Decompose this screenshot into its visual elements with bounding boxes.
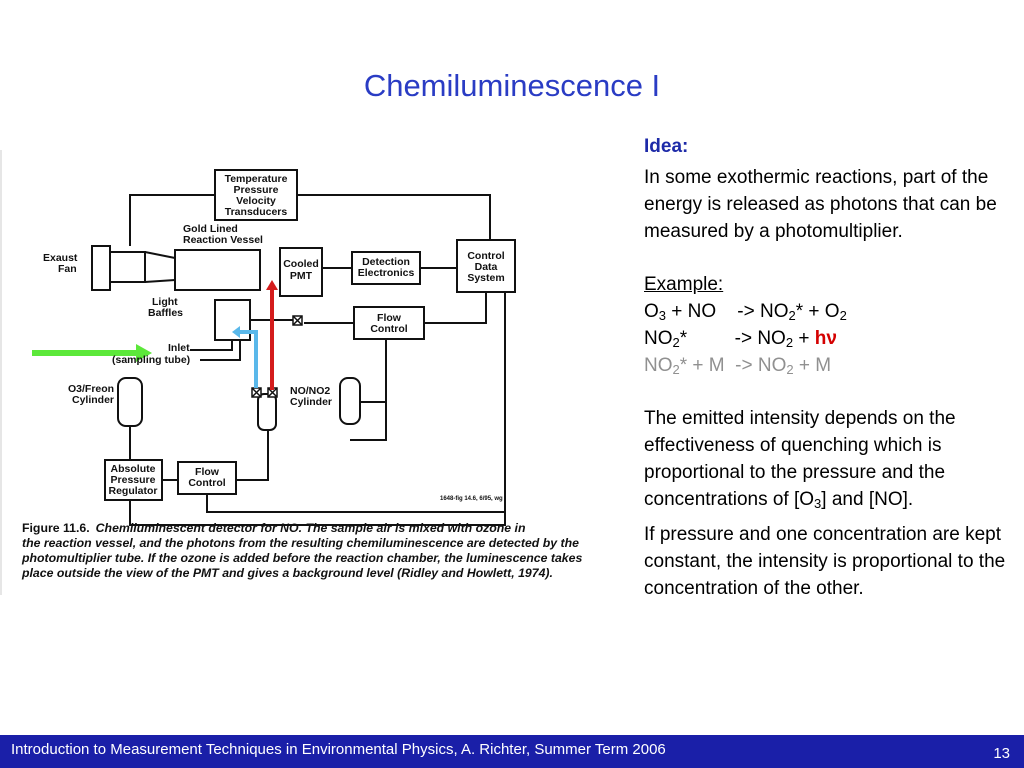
label-o3-freon: O3/Freon (68, 383, 114, 395)
equation-1: O3 + NO -> NO2* + O2 (644, 301, 847, 323)
label-no-no2: NO/NO2 (290, 385, 330, 397)
label-temperature: Temperature (225, 173, 288, 185)
label-control: Control (467, 250, 504, 262)
green-arrow-head (136, 344, 152, 362)
svg-text:Regulator: Regulator (108, 485, 157, 497)
label-exaust: Exaust (43, 252, 78, 264)
svg-text:Data: Data (475, 261, 498, 273)
svg-text:Pressure: Pressure (111, 474, 156, 486)
svg-text:System: System (467, 272, 504, 284)
label-detection: Detection (362, 256, 410, 268)
svg-text:Baffles: Baffles (148, 307, 183, 319)
detector-figure: Temperature Pressure Velocity Transducer… (0, 140, 610, 600)
label-inlet: Inlet (168, 342, 190, 354)
svg-text:PMT: PMT (290, 270, 313, 282)
caption-line-3: photomultiplier tube. If the ozone is ad… (21, 551, 582, 565)
svg-text:Pressure: Pressure (234, 184, 279, 196)
svg-text:Electronics: Electronics (358, 267, 415, 279)
label-absolute: Absolute (111, 463, 156, 475)
svg-text:Control: Control (188, 477, 225, 489)
label-light-baffles: Light (152, 296, 178, 308)
svg-text:Fan: Fan (58, 263, 77, 275)
paragraph-intensity: The emitted intensity depends on the eff… (644, 408, 956, 511)
equation-3: NO2* + M -> NO2 + M (644, 355, 832, 377)
caption-line-1: Figure 11.6.Chemiluminescent detector fo… (22, 521, 525, 535)
caption-line-4: place outside the view of the PMT and gi… (21, 566, 553, 580)
idea-text: In some exothermic reactions, part of th… (644, 167, 997, 242)
slide-title: Chemiluminescence I (363, 68, 661, 103)
footer-text: Introduction to Measurement Techniques i… (11, 741, 666, 758)
page-number: 13 (993, 745, 1010, 762)
svg-text:Cylinder: Cylinder (72, 394, 114, 406)
caption-line-2: the reaction vessel, and the photons fro… (22, 536, 579, 550)
equation-2: NO2* -> NO2 + hν (644, 328, 837, 350)
svg-text:Control: Control (370, 323, 407, 335)
paragraph-constant: If pressure and one concentration are ke… (644, 524, 1006, 599)
svg-text:Transducers: Transducers (225, 206, 288, 218)
label-gold-lined: Gold Lined (183, 223, 238, 235)
svg-text:Cylinder: Cylinder (290, 396, 332, 408)
label-source-note: 1648-fig 14.6, 6/95, wg (440, 496, 503, 502)
label-flow-bottom: Flow (195, 466, 220, 478)
label-flow-top: Flow (377, 312, 402, 324)
example-heading: Example: (644, 274, 724, 295)
blue-arrow (240, 330, 258, 388)
idea-heading: Idea: (644, 136, 689, 157)
content-column: Idea: In some exothermic reactions, part… (644, 133, 1016, 602)
svg-text:Reaction Vessel: Reaction Vessel (183, 234, 263, 246)
photon-symbol: hν (814, 328, 837, 349)
svg-text:Velocity: Velocity (236, 195, 276, 207)
svg-text:(sampling tube): (sampling tube) (112, 354, 190, 366)
detector-diagram: Temperature Pressure Velocity Transducer… (0, 150, 582, 595)
label-cooled-pmt: Cooled (283, 258, 319, 270)
cooled-pmt-box (279, 247, 323, 297)
footer-bar: Introduction to Measurement Techniques i… (0, 735, 1024, 768)
